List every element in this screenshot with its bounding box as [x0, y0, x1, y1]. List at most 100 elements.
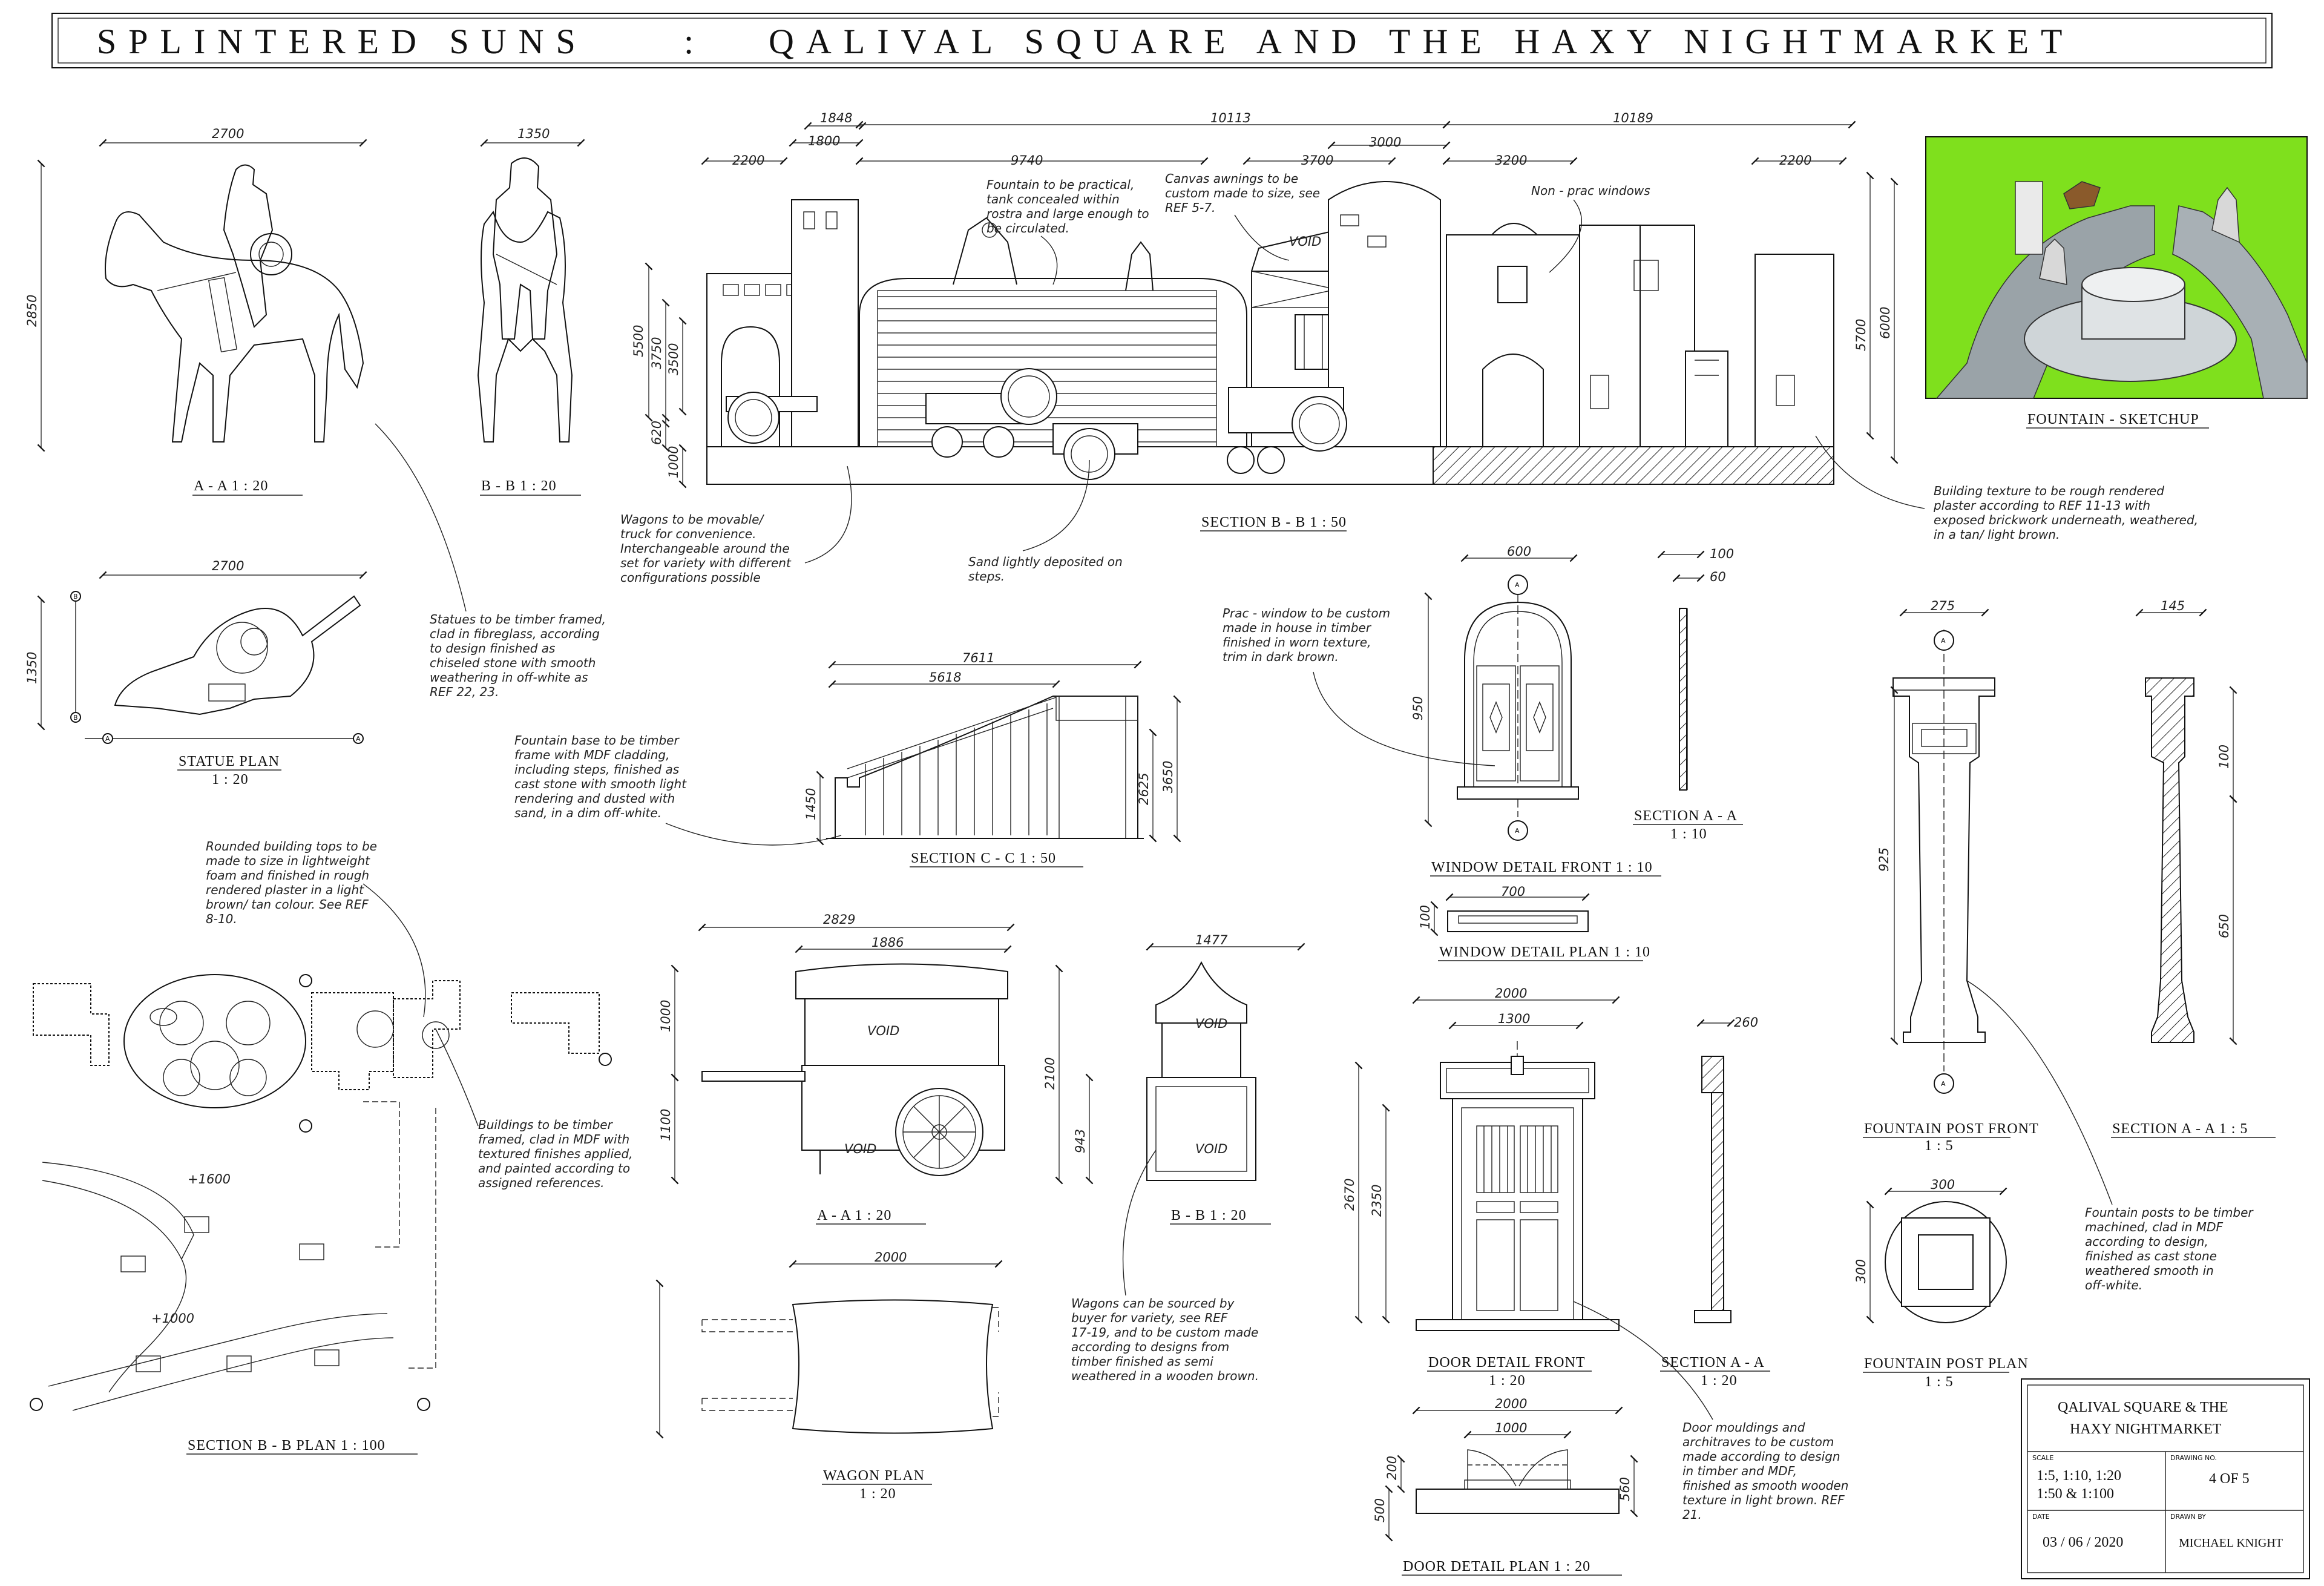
- label-door-section-scale: 1 : 20: [1701, 1373, 1738, 1389]
- svg-text:1848: 1848: [820, 111, 852, 125]
- svg-text:3200: 3200: [1495, 153, 1527, 168]
- wagon-bb-elevation: 1477 2100 943 VOID VOID B - B 1 : 20: [1043, 933, 1305, 1225]
- wagon-plan: 2000 WAGON PLAN 1 : 20: [655, 1250, 1003, 1502]
- svg-text:9740: 9740: [1011, 153, 1043, 168]
- window-detail-plan: 700 100 WINDOW DETAIL PLAN 1 : 10: [1418, 884, 1650, 961]
- svg-text:SCALE: SCALE: [2032, 1454, 2053, 1462]
- tb-drawn-by: MICHAEL KNIGHT: [2179, 1536, 2283, 1550]
- svg-text:3750: 3750: [649, 337, 664, 369]
- label-window-section: SECTION A - A: [1634, 808, 1738, 824]
- label-fountain-sketchup: FOUNTAIN - SKETCHUP: [2027, 412, 2199, 427]
- svg-text:2000: 2000: [875, 1250, 907, 1265]
- svg-text:2000: 2000: [1495, 986, 1527, 1001]
- label-plan-bb: SECTION B - B PLAN 1 : 100: [188, 1438, 386, 1453]
- svg-text:Fountain to be practical,: Fountain to be practical, tank concealed…: [986, 177, 1153, 235]
- svg-text:145: 145: [2161, 599, 2185, 613]
- svg-text:100: 100: [1418, 905, 1433, 929]
- svg-text:300: 300: [1931, 1177, 1955, 1192]
- door-detail-front: 2000 1300 2670 2350 DOOR DETAIL FRONT 1 …: [1342, 986, 1620, 1389]
- svg-text:10189: 10189: [1613, 111, 1653, 125]
- svg-text:1000: 1000: [658, 1000, 673, 1032]
- svg-text:A: A: [1515, 581, 1520, 589]
- svg-text:Fountain posts to be timber: Fountain posts to be timber machined, cl…: [2085, 1205, 2257, 1292]
- section-cc: 7611 5618 1450 2625 3650 SECTION C - C 1…: [804, 651, 1181, 867]
- tb-scale-line1: 1:5, 1:10, 1:20: [2037, 1468, 2121, 1484]
- fountain-sketchup-render: FOUNTAIN - SKETCHUP: [1925, 136, 2308, 429]
- svg-text:100: 100: [1710, 547, 1734, 561]
- window-section-aa: 100 60 SECTION A - A 1 : 10: [1633, 547, 1743, 842]
- tb-name-line2: HAXY NIGHTMARKET: [2070, 1421, 2222, 1437]
- svg-text:10113: 10113: [1210, 111, 1251, 125]
- svg-text:1000: 1000: [1495, 1421, 1527, 1435]
- door-grille: [1483, 1126, 1552, 1193]
- svg-text:2200: 2200: [732, 153, 764, 168]
- label-door-plan: DOOR DETAIL PLAN 1 : 20: [1403, 1559, 1590, 1574]
- svg-text:2000: 2000: [1495, 1397, 1527, 1411]
- note-rounded-tops: Rounded building tops to be made to size…: [206, 839, 426, 1018]
- title-block: QALIVAL SQUARE & THE HAXY NIGHTMARKET SC…: [2021, 1378, 2310, 1579]
- svg-text:VOID: VOID: [1289, 234, 1321, 249]
- svg-text:5618: 5618: [929, 670, 961, 685]
- tb-name-line1: QALIVAL SQUARE & THE: [2058, 1400, 2228, 1415]
- door-detail-plan: 2000 1000 200 500 560 DOOR DETAIL PLAN 1…: [1373, 1397, 1638, 1576]
- wagon-aa-elevation: 2829 1886 1000 1100 VOID VOID A - A 1 : …: [658, 912, 1015, 1225]
- statue-aa-elevation: 2700 2850 A - A 1 : 20: [25, 127, 367, 496]
- svg-text:275: 275: [1931, 599, 1955, 613]
- tb-drawing-no: 4 OF 5: [2209, 1471, 2250, 1487]
- label-post-plan-scale: 1 : 5: [1925, 1374, 1954, 1390]
- svg-text:925: 925: [1877, 847, 1891, 872]
- label-door-section: SECTION A - A: [1661, 1355, 1765, 1370]
- svg-text:DRAWN BY: DRAWN BY: [2170, 1513, 2206, 1521]
- svg-text:Statues to be timber framed,: Statues to be timber framed, clad in fib…: [430, 612, 609, 699]
- svg-text:2625: 2625: [1137, 773, 1151, 805]
- svg-text:1300: 1300: [1498, 1012, 1530, 1026]
- svg-text:5500: 5500: [631, 325, 646, 357]
- svg-text:1100: 1100: [658, 1109, 673, 1141]
- label-statue-plan: STATUE PLAN: [179, 754, 280, 769]
- level-1000: +1000: [151, 1311, 194, 1326]
- door-section-aa: 260 SECTION A - A 1 : 20: [1660, 1015, 1770, 1389]
- svg-text:500: 500: [1373, 1498, 1387, 1522]
- svg-text:B: B: [73, 714, 78, 722]
- svg-text:1000: 1000: [666, 446, 681, 478]
- svg-text:3700: 3700: [1301, 153, 1333, 168]
- svg-text:Non - prac windows: Non - prac windows: [1531, 183, 1650, 198]
- svg-text:5700: 5700: [1854, 319, 1868, 351]
- dim-statue-height: 2850: [25, 295, 39, 327]
- svg-text:Door mouldings and archi: Door mouldings and architraves to be cus…: [1682, 1420, 1853, 1522]
- svg-text:2350: 2350: [1370, 1185, 1384, 1217]
- svg-text:60: 60: [1710, 570, 1726, 584]
- dim-statue-bb-width: 1350: [517, 127, 550, 141]
- section-bb-elevation: 1848 1800 2200 9740 10113 10189 3700 300…: [631, 111, 1899, 531]
- dim-plan-height: 1350: [25, 652, 39, 684]
- tb-scale-line2: 1:50 & 1:100: [2037, 1486, 2114, 1502]
- svg-text:B: B: [73, 593, 78, 601]
- stair-balusters: [865, 703, 1048, 835]
- label-statue-aa: A - A 1 : 20: [194, 478, 268, 494]
- label-section-cc: SECTION C - C 1 : 50: [911, 851, 1056, 866]
- note-nonprac: Non - prac windows: [1531, 183, 1650, 273]
- svg-text:650: 650: [2217, 914, 2231, 938]
- svg-text:A: A: [356, 735, 361, 743]
- svg-text:560: 560: [1618, 1477, 1632, 1501]
- svg-text:600: 600: [1507, 544, 1531, 559]
- svg-text:2100: 2100: [1043, 1058, 1057, 1090]
- note-building-texture: Building texture to be rough rendered pl…: [1815, 435, 2198, 542]
- note-sand: Sand lightly deposited on steps.: [968, 459, 1123, 584]
- svg-text:A: A: [1941, 1080, 1946, 1088]
- label-statue-plan-scale: 1 : 20: [212, 772, 249, 788]
- label-window-section-scale: 1 : 10: [1670, 826, 1707, 842]
- label-wagon-bb: B - B 1 : 20: [1171, 1208, 1247, 1223]
- svg-text:VOID: VOID: [1195, 1016, 1227, 1031]
- svg-text:Wagons to be movable/ tr: Wagons to be movable/ truck for convenie…: [620, 512, 795, 585]
- svg-text:1477: 1477: [1195, 933, 1228, 947]
- label-post-front: FOUNTAIN POST FRONT: [1864, 1121, 2039, 1137]
- svg-text:A: A: [1515, 827, 1520, 835]
- title-separator: :: [684, 22, 706, 61]
- note-prac-window: Prac - window to be custom made in house…: [1223, 606, 1495, 766]
- note-fountain-posts: Fountain posts to be timber machined, cl…: [1966, 980, 2257, 1292]
- note-statues: Statues to be timber framed, clad in fib…: [375, 423, 609, 699]
- svg-text:7611: 7611: [962, 651, 994, 665]
- svg-text:2829: 2829: [823, 912, 855, 927]
- label-wagon-plan-scale: 1 : 20: [859, 1486, 896, 1502]
